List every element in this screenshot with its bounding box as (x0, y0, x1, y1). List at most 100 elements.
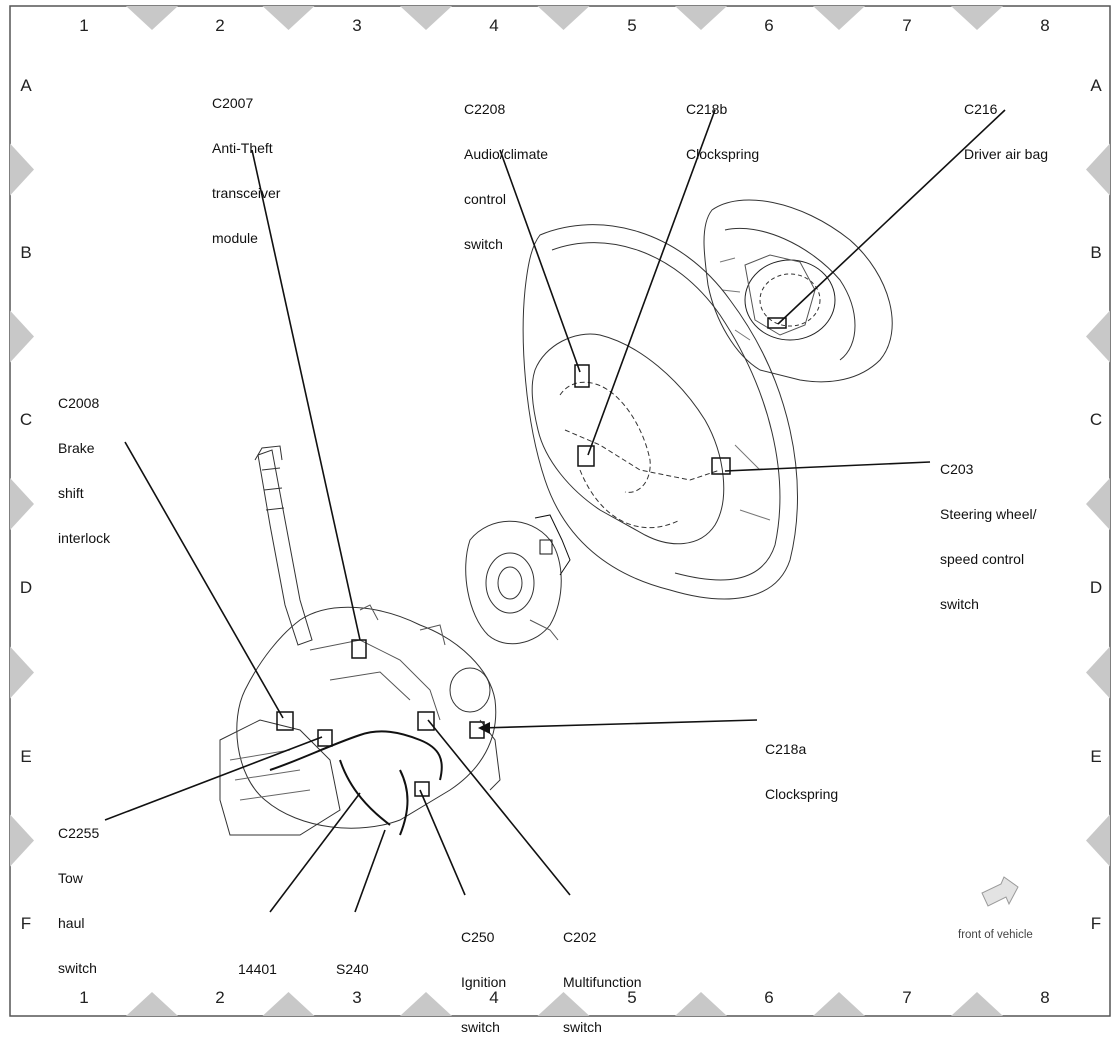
callout-c2008: C2008 Brake shift interlock (58, 366, 110, 561)
right-grid-markers (1086, 143, 1110, 867)
row-label: C (1089, 410, 1103, 429)
front-of-vehicle-arrow-icon (981, 876, 1019, 907)
connector-desc: interlock (58, 530, 111, 546)
connector-desc: module (212, 230, 258, 246)
row-label: B (1090, 243, 1102, 262)
connector-desc: control (464, 191, 507, 207)
connector-desc: Multifunction (563, 974, 642, 990)
clockspring-drawing (465, 514, 571, 645)
grid-marker-triangle (813, 992, 865, 1016)
grid-marker-triangle (813, 6, 865, 30)
connector-desc: switch (464, 236, 503, 252)
column-label: 1 (79, 988, 89, 1007)
connector-desc: Ignition (461, 974, 507, 990)
callout-c203: C203 Steering wheel/ speed control switc… (940, 432, 1037, 627)
connector-desc: haul (58, 915, 85, 931)
row-label: F (20, 914, 32, 933)
connector-desc: switch (58, 960, 97, 976)
grid-marker-triangle (1086, 646, 1110, 699)
connector-desc: Tow (58, 870, 83, 886)
connector-id: C202 (563, 929, 597, 945)
connector-desc: transceiver (212, 185, 281, 201)
connector-desc: Audio/climate (464, 146, 549, 162)
grid-marker-triangle (675, 992, 727, 1016)
connector-desc: switch (461, 1019, 500, 1035)
callout-c216: C216 Driver air bag (964, 72, 1048, 177)
connector-desc: switch (563, 1019, 602, 1035)
grid-marker-triangle (400, 6, 452, 30)
row-label: E (1090, 747, 1102, 766)
steering-wheel-drawing (522, 224, 798, 600)
diagram-canvas (9, 5, 1111, 1017)
grid-marker-triangle (10, 814, 34, 867)
row-label: D (19, 578, 33, 597)
bottom-grid-markers (126, 992, 1003, 1016)
connector-desc: Brake (58, 440, 95, 456)
grid-marker-triangle (10, 143, 34, 196)
driver-air-bag-drawing (703, 199, 893, 383)
column-label: 7 (902, 988, 912, 1007)
column-label: 6 (764, 16, 774, 35)
column-label: 1 (79, 16, 89, 35)
steering-column-drawing (219, 445, 501, 836)
connector-id: C2007 (212, 95, 254, 111)
connector-id: C218b (686, 101, 728, 117)
column-label: 4 (489, 988, 499, 1007)
row-label: E (20, 747, 32, 766)
callout-c202: C202 Multifunction switch (563, 900, 642, 1050)
grid-marker-triangle (675, 6, 727, 30)
row-label: A (20, 76, 32, 95)
grid-marker-triangle (951, 6, 1003, 30)
column-label: 5 (627, 988, 637, 1007)
splice-id: S240 (336, 961, 369, 977)
grid-marker-triangle (126, 992, 178, 1016)
grid-marker-triangle (10, 478, 34, 530)
callout-s240: S240 (336, 932, 369, 992)
grid-marker-triangle (1086, 310, 1110, 363)
part-number: 14401 (238, 961, 277, 977)
callout-c2255: C2255 Tow haul switch (58, 796, 99, 991)
grid-marker-triangle (537, 6, 590, 30)
column-label: 7 (902, 16, 912, 35)
column-label: 2 (215, 16, 225, 35)
grid-marker-triangle (10, 646, 34, 699)
front-of-vehicle-label: front of vehicle (958, 929, 1033, 941)
grid-marker-triangle (262, 6, 315, 30)
row-label: C (19, 410, 33, 429)
column-label: 2 (215, 988, 225, 1007)
connector-desc: Steering wheel/ (940, 506, 1037, 522)
connector-id: C218a (765, 741, 807, 757)
callout-c218b: C218b Clockspring (686, 72, 759, 177)
column-label: 8 (1040, 988, 1050, 1007)
column-label: 4 (489, 16, 499, 35)
grid-marker-triangle (10, 310, 34, 363)
callout-14401: 14401 (238, 932, 277, 992)
grid-marker-triangle (262, 992, 315, 1016)
connector-id: C250 (461, 929, 495, 945)
row-label: F (1090, 914, 1102, 933)
connector-id: C2008 (58, 395, 100, 411)
grid-marker-triangle (1086, 143, 1110, 196)
grid-marker-triangle (537, 992, 590, 1016)
grid-marker-triangle (951, 992, 1003, 1016)
top-grid-markers (126, 6, 1003, 30)
grid-marker-triangle (1086, 814, 1110, 867)
row-label: B (20, 243, 32, 262)
grid-marker-triangle (1086, 478, 1110, 530)
connector-desc: Anti-Theft (212, 140, 273, 156)
grid-marker-triangle (400, 992, 452, 1016)
column-label: 8 (1040, 16, 1050, 35)
column-label: 3 (352, 988, 362, 1007)
leader-lines (104, 109, 1006, 913)
connector-desc: Driver air bag (964, 146, 1049, 162)
row-label: A (1090, 76, 1102, 95)
connector-id: C216 (964, 101, 998, 117)
column-label: 6 (764, 988, 774, 1007)
connector-desc: shift (58, 485, 84, 501)
connector-desc: Clockspring (765, 786, 839, 802)
connector-desc: switch (940, 596, 979, 612)
c218a-arrowhead (478, 722, 490, 734)
callout-c2007: C2007 Anti-Theft transceiver module (212, 66, 280, 261)
callout-c218a: C218a Clockspring (765, 712, 838, 817)
connector-id: C203 (940, 461, 974, 477)
